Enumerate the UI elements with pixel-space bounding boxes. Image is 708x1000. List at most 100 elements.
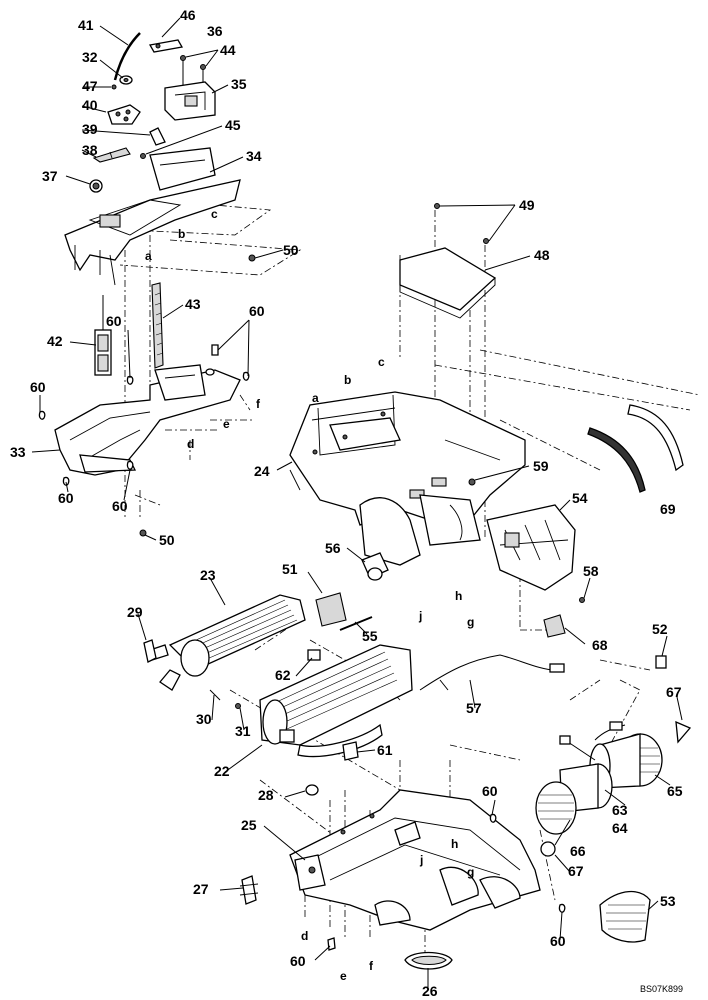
label-36: 36 — [207, 23, 223, 39]
label-60f: 60 — [482, 783, 498, 799]
letter-h-upper: h — [455, 589, 462, 603]
part-48-filter-cover — [399, 247, 497, 319]
label-59: 59 — [533, 458, 549, 474]
part-26-drain — [404, 951, 453, 970]
label-55: 55 — [362, 628, 378, 644]
label-26: 26 — [422, 983, 438, 999]
letter-g-lower: g — [467, 865, 474, 879]
letter-g-upper: g — [467, 615, 474, 629]
letter-f-left: f — [256, 397, 261, 411]
part-58-screw — [579, 597, 585, 603]
label-49: 49 — [519, 197, 535, 213]
label-63: 63 — [612, 802, 628, 818]
part-51-sensor-pad — [315, 592, 347, 627]
label-60d: 60 — [112, 498, 128, 514]
label-66: 66 — [570, 843, 586, 859]
label-39: 39 — [82, 121, 98, 137]
part-53-grille — [599, 890, 651, 943]
label-47: 47 — [82, 78, 98, 94]
part-23-heater-core — [149, 594, 306, 691]
label-67a: 67 — [666, 684, 682, 700]
letter-j-lower: j — [419, 853, 423, 867]
letter-h-lower: h — [451, 837, 458, 851]
letter-e-lower: e — [340, 969, 347, 983]
part-38-arm — [92, 147, 131, 163]
label-65: 65 — [667, 783, 683, 799]
label-69: 69 — [660, 501, 676, 517]
letter-a-right: a — [312, 391, 319, 405]
letter-a-upper: a — [145, 249, 152, 263]
part-56-valve — [361, 552, 389, 581]
part-69-seal — [587, 404, 684, 493]
label-50b: 50 — [159, 532, 175, 548]
diagram-code: BS07K899 — [640, 984, 683, 994]
part-66-wheel — [535, 781, 577, 835]
letter-b-right: b — [344, 373, 351, 387]
label-34: 34 — [246, 148, 262, 164]
label-54: 54 — [572, 490, 588, 506]
letter-j-upper: j — [418, 609, 422, 623]
label-31: 31 — [235, 723, 251, 739]
label-67b: 67 — [568, 863, 584, 879]
part-34-upper-duct — [64, 147, 241, 286]
part-30-clamp — [209, 689, 221, 701]
part-35-actuator — [164, 81, 216, 121]
part-33-lower-duct — [54, 364, 241, 476]
part-57-harness — [419, 654, 565, 691]
leader-lines — [31, 17, 683, 990]
part-61-clip — [342, 741, 359, 761]
part-45-screw — [140, 153, 146, 159]
part-42-filter — [94, 295, 112, 376]
part-29-pipe-clip — [143, 639, 157, 663]
label-60h: 60 — [290, 953, 306, 969]
letter-c-right: c — [378, 355, 385, 369]
part-60-clips-left — [38, 344, 250, 486]
part-24-main-housing — [289, 391, 526, 566]
label-60b: 60 — [106, 313, 122, 329]
label-45: 45 — [225, 117, 241, 133]
part-40-gear — [107, 104, 141, 125]
label-22: 22 — [214, 763, 230, 779]
label-51: 51 — [282, 561, 298, 577]
label-33: 33 — [10, 444, 26, 460]
label-29: 29 — [127, 604, 143, 620]
label-62: 62 — [275, 667, 291, 683]
part-52-clip — [655, 655, 667, 669]
label-43: 43 — [185, 296, 201, 312]
label-56: 56 — [325, 540, 341, 556]
label-27: 27 — [193, 881, 209, 897]
label-68: 68 — [592, 637, 608, 653]
letter-d-left: d — [187, 437, 194, 451]
label-64: 64 — [612, 820, 628, 836]
label-32: 32 — [82, 49, 98, 65]
label-50a: 50 — [283, 242, 299, 258]
label-38: 38 — [82, 142, 98, 158]
part-27-bracket — [239, 875, 259, 905]
label-41: 41 — [78, 17, 94, 33]
label-48: 48 — [534, 247, 550, 263]
part-25-lower-housing — [289, 789, 541, 931]
label-58: 58 — [583, 563, 599, 579]
part-number-labels: 41 46 36 44 32 35 47 40 45 39 38 34 37 5… — [10, 7, 683, 999]
label-30: 30 — [196, 711, 212, 727]
part-49-screws — [434, 203, 489, 244]
part-54-grille — [486, 504, 576, 591]
label-42: 42 — [47, 333, 63, 349]
part-68-resistor — [543, 614, 566, 638]
connection-letter-labels: c b a f e d c b a h g j h g j d e f — [145, 207, 474, 983]
part-39-lever — [149, 127, 166, 146]
label-46: 46 — [180, 7, 196, 23]
label-25: 25 — [241, 817, 257, 833]
part-41-rod — [113, 32, 141, 81]
label-60a: 60 — [249, 303, 265, 319]
label-60g: 60 — [550, 933, 566, 949]
part-36-bracket — [148, 39, 184, 53]
label-52: 52 — [652, 621, 668, 637]
letter-f-lower: f — [369, 959, 374, 973]
part-67-seals — [540, 720, 692, 857]
part-28-nut — [305, 784, 319, 796]
letter-b-upper: b — [178, 227, 185, 241]
letter-c-upper: c — [211, 207, 218, 221]
label-28: 28 — [258, 787, 274, 803]
